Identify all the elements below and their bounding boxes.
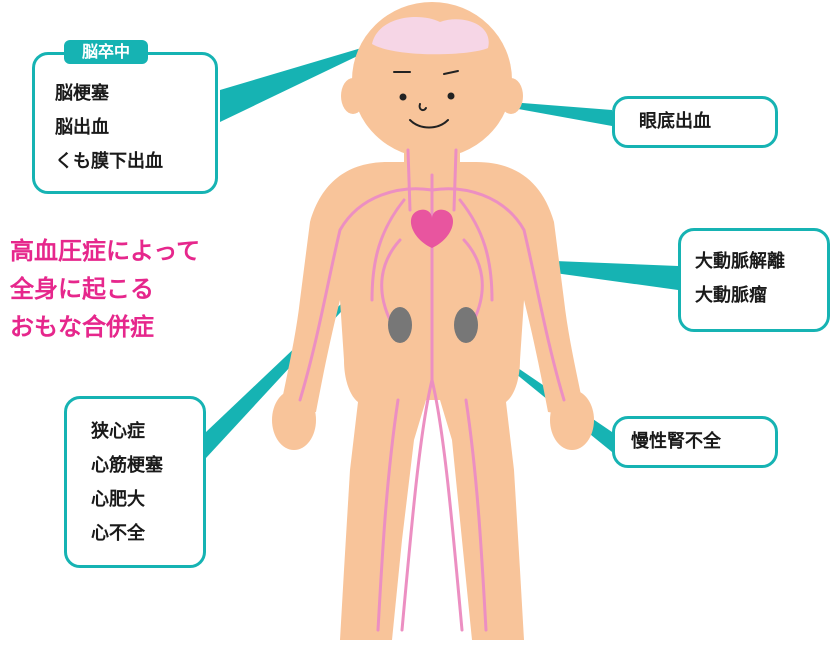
headline-line-3: おもな合併症	[10, 313, 154, 341]
stroke-heading-tag: 脳卒中	[64, 40, 149, 64]
kidney-callout: 慢性腎不全	[612, 416, 778, 468]
heart-organ	[410, 209, 454, 248]
right-kidney	[454, 307, 478, 343]
brain	[372, 17, 489, 55]
stroke-connector	[220, 38, 395, 122]
right-eye	[447, 92, 455, 100]
eye-callout: 眼底出血	[612, 96, 778, 148]
left-eye	[399, 93, 407, 101]
left-kidney	[388, 307, 412, 343]
blood-vessels	[298, 148, 566, 632]
stroke-item-1: 脳梗塞	[55, 83, 109, 104]
aorta-callout: 大動脈解離 大動脈瘤	[678, 228, 830, 332]
heart-item-2: 心筋梗塞	[91, 455, 163, 476]
stroke-callout: 脳梗塞 脳出血 くも膜下出血	[32, 52, 218, 194]
heart-item-3: 心肥大	[91, 489, 145, 510]
face	[393, 70, 459, 129]
headline: 高血圧症によって 全身に起こる おもな合併症	[10, 232, 200, 346]
heart-callout: 狭心症 心筋梗塞 心肥大 心不全	[64, 396, 206, 568]
headline-line-1: 高血圧症によって	[10, 237, 201, 265]
kidney-item-1: 慢性腎不全	[631, 431, 721, 452]
eye-item-1: 眼底出血	[639, 111, 711, 132]
stroke-item-2: 脳出血	[55, 117, 109, 138]
stroke-item-3: くも膜下出血	[55, 151, 163, 172]
heart-item-4: 心不全	[91, 523, 145, 544]
headline-line-2: 全身に起こる	[10, 275, 154, 303]
aorta-item-1: 大動脈解離	[695, 251, 785, 272]
heart-item-1: 狭心症	[91, 421, 145, 442]
aorta-item-2: 大動脈瘤	[695, 285, 767, 306]
